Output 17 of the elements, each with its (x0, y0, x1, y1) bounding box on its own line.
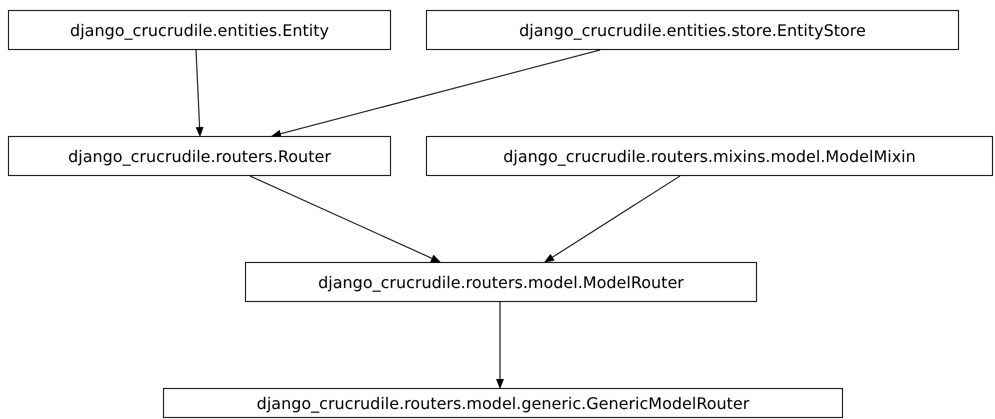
class-box (245, 262, 757, 302)
arrow (496, 302, 504, 389)
arrow (196, 50, 204, 137)
class-box (163, 388, 843, 418)
class-box (8, 10, 391, 50)
class-name: django_crucrudile.routers.model.ModelRouter (318, 272, 684, 292)
class-name: django_crucrudile.routers.mixins.model.ModelMixin (503, 146, 916, 166)
arrow (544, 176, 680, 263)
arrow (250, 176, 441, 262)
class-name: django_crucrudile.entities.store.EntityStore (519, 20, 866, 40)
class-name: django_crucrudile.entities.Entity (70, 20, 329, 40)
arrow (271, 50, 600, 138)
class-box (426, 10, 959, 50)
class-box (8, 136, 391, 176)
class-name: django_crucrudile.routers.model.generic.GenericModelRouter (256, 394, 750, 412)
class-box (426, 136, 993, 176)
class-name: django_crucrudile.routers.Router (68, 146, 331, 166)
